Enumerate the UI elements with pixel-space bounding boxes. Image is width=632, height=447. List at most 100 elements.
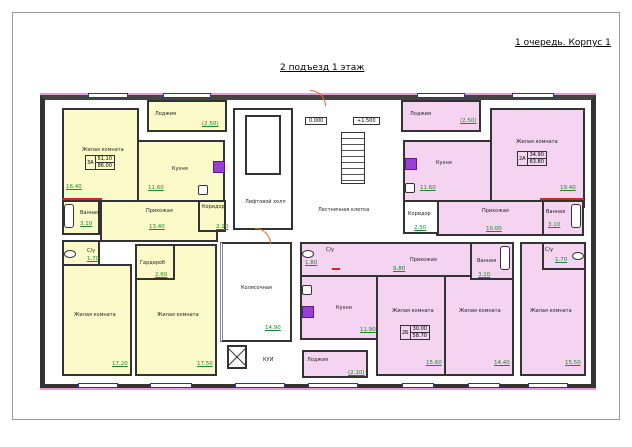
window	[468, 383, 500, 388]
area-label: 16.40	[66, 184, 82, 190]
stove-icon	[302, 306, 314, 318]
apt3a-wardrobe	[135, 244, 175, 280]
total-area: 86.00	[97, 163, 112, 169]
level-mark: 0.000	[305, 117, 328, 125]
sink-icon	[198, 185, 208, 195]
stroller-room	[220, 242, 292, 342]
room-label: Колясочная	[241, 285, 272, 291]
total-area: 58.70	[412, 333, 427, 339]
area-label: 1.70	[87, 256, 100, 262]
apt2a-wc	[542, 242, 586, 270]
area-label: (2.50)	[202, 121, 219, 127]
room-label: Жилая комната	[392, 308, 434, 314]
sink-icon	[405, 183, 415, 193]
room-label: Жилая комната	[74, 312, 116, 318]
floor-title: 2 подъезд 1 этаж	[280, 63, 365, 73]
window	[78, 383, 118, 388]
toilet-icon	[64, 250, 76, 258]
room-label: Жилая комната	[516, 139, 558, 145]
waterproof-wall	[540, 198, 584, 200]
apartment-code: 3А	[86, 156, 96, 169]
living-area: 34.90	[527, 152, 546, 159]
window	[417, 93, 465, 98]
area-label: 17.20	[112, 361, 128, 367]
building-title: 1 очередь. Корпус 1	[515, 38, 611, 48]
apartment-code: 2А	[518, 152, 528, 165]
room-label: Жилая комната	[82, 147, 124, 153]
room-label: С/у	[326, 247, 335, 253]
room-label: Жилая комната	[157, 312, 199, 318]
staircase	[341, 132, 365, 184]
room-label: Лоджия	[307, 357, 329, 363]
room-label: Прихожая	[410, 257, 437, 263]
area-label: 11.60	[148, 185, 164, 191]
room-label: Жилая комната	[530, 308, 572, 314]
room-label: Лифтовой холл	[245, 199, 286, 205]
area-label: 19.40	[560, 185, 576, 191]
area-label: 15.50	[565, 360, 581, 366]
apt3a-bedroom1	[62, 264, 132, 376]
apt2a-corridor	[403, 200, 439, 234]
room-label: Кухня	[336, 305, 352, 311]
area-label: 2.10	[216, 224, 229, 230]
area-label: 13.40	[149, 224, 165, 230]
window	[308, 383, 358, 388]
room-label: Коридор	[408, 211, 431, 217]
stove-icon	[213, 161, 225, 173]
area-label: (2.50)	[460, 118, 477, 124]
toilet-icon	[572, 252, 584, 260]
room-label: Жилая комната	[459, 308, 501, 314]
apt2a-hallway	[436, 200, 546, 236]
room-label: Лоджия	[155, 111, 177, 117]
apt2a-kitchen	[403, 140, 493, 202]
area-label: 17.50	[197, 361, 213, 367]
bathtub-icon	[571, 204, 581, 228]
area-label: 2.60	[155, 272, 168, 278]
room-label: Лоджия	[410, 111, 432, 117]
area-label: 14.90	[265, 325, 281, 331]
apt2b-bedroom2	[444, 275, 514, 376]
area-label: 3.10	[478, 272, 491, 278]
room-label: Коридор	[202, 204, 225, 210]
apt3a-loggia	[147, 100, 227, 132]
area-label: 3.10	[80, 221, 93, 227]
room-label: КУИ	[263, 357, 274, 363]
facade-line-bottom	[40, 388, 596, 390]
area-label: (2.10)	[348, 370, 365, 376]
window	[235, 383, 285, 388]
level-mark: +1.500	[353, 117, 380, 125]
room-label: Кухня	[172, 166, 188, 172]
area-label: 1.80	[305, 260, 318, 266]
room-label: Прихожая	[146, 208, 173, 214]
apartment-code: 2Б	[401, 326, 411, 339]
room-label: С/у	[87, 248, 96, 254]
window	[402, 383, 434, 388]
sink-icon	[302, 285, 312, 295]
bathtub-icon	[500, 246, 510, 270]
toilet-icon	[302, 250, 314, 258]
area-label: 15.60	[426, 360, 442, 366]
waterproof-wall	[332, 268, 340, 270]
total-area: 63.80	[529, 159, 544, 165]
living-area: 30.00	[410, 326, 429, 333]
area-label: 2.50	[414, 225, 427, 231]
apt3a-corridor	[198, 200, 226, 232]
area-label: 9.80	[393, 266, 406, 272]
drawing-frame	[12, 12, 620, 420]
room-label: Лестничная клетка	[318, 207, 370, 213]
apt2b-loggia	[302, 350, 368, 378]
area-label: 10.00	[486, 226, 502, 232]
window	[150, 383, 192, 388]
room-label: С/у	[545, 247, 554, 253]
room-label: Гардероб	[140, 260, 166, 266]
waterproof-wall	[62, 198, 102, 200]
lift-shaft	[245, 115, 281, 175]
room-label: Ванная	[546, 209, 566, 215]
window	[88, 93, 128, 98]
area-label: 11.60	[420, 185, 436, 191]
area-label: 3.10	[548, 222, 561, 228]
room-label: Прихожая	[482, 208, 509, 214]
apt2a-loggia	[401, 100, 481, 132]
